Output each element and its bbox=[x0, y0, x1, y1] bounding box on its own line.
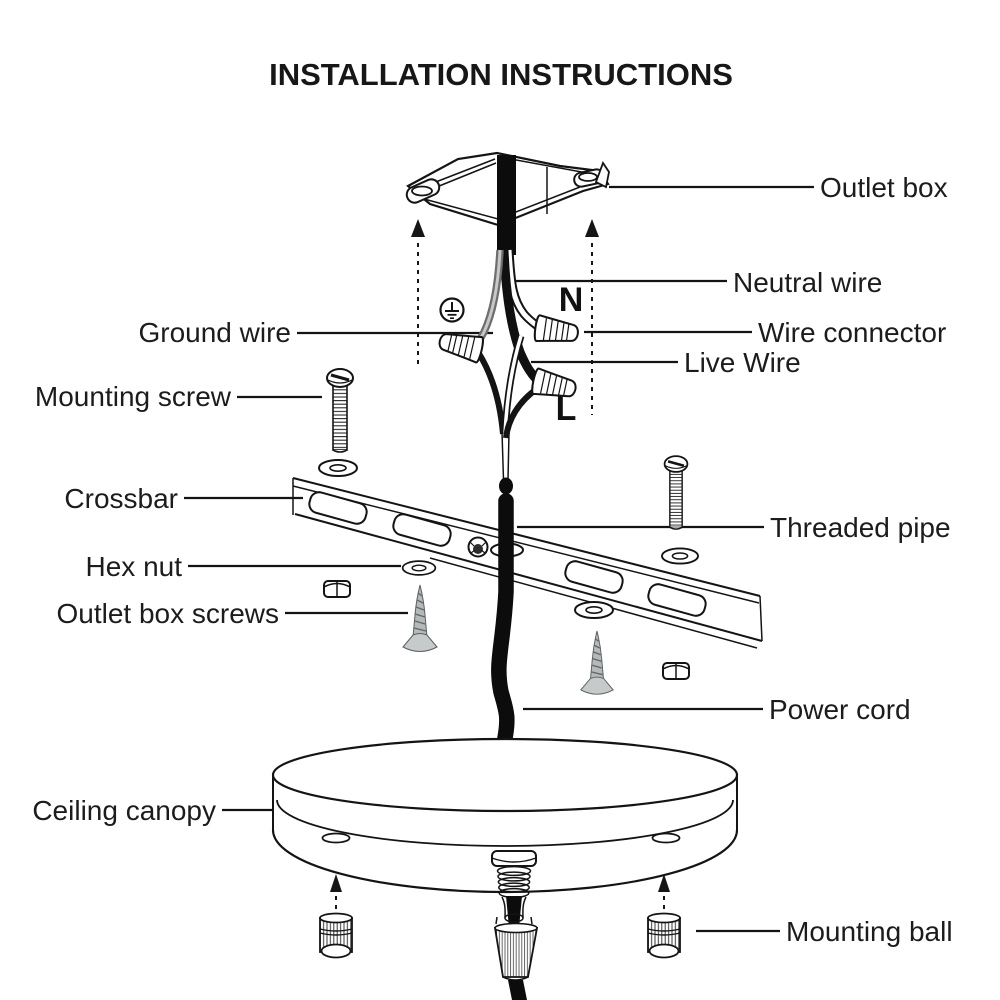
mounting-screw-icon bbox=[325, 367, 355, 454]
live-letter: L bbox=[556, 390, 577, 428]
outlet-box-drawing bbox=[405, 151, 610, 255]
crossbar-drawing bbox=[292, 477, 763, 649]
arrow-up-right-icon bbox=[585, 219, 599, 415]
label-ground-wire: Ground wire bbox=[138, 317, 291, 348]
label-crossbar: Crossbar bbox=[64, 483, 178, 514]
label-ceiling-canopy: Ceiling canopy bbox=[32, 795, 216, 826]
label-neutral-wire: Neutral wire bbox=[733, 267, 882, 298]
label-hex-nut: Hex nut bbox=[86, 551, 183, 582]
arrow-up-ball-left-icon bbox=[330, 874, 342, 914]
callout-labels: Outlet box Neutral wire Ground wire Wire… bbox=[32, 172, 952, 947]
mounting-screw-icon bbox=[663, 454, 689, 531]
supply-cable bbox=[497, 155, 516, 255]
canopy-hole bbox=[651, 832, 681, 844]
leader-lines bbox=[184, 185, 814, 933]
neutral-letter: N bbox=[559, 281, 584, 319]
washer bbox=[661, 547, 699, 565]
threaded-pipe-drawing bbox=[491, 493, 515, 746]
label-outlet-box: Outlet box bbox=[820, 172, 948, 203]
hex-nut-icon bbox=[323, 580, 351, 598]
label-threaded-pipe: Threaded pipe bbox=[770, 512, 951, 543]
outlet-box-screw-icon bbox=[580, 630, 614, 695]
mounting-ball-icon bbox=[647, 912, 681, 959]
wire-connector-neutral-icon bbox=[532, 313, 581, 348]
label-live-wire: Live Wire bbox=[684, 347, 801, 378]
mounting-ball-icon bbox=[319, 912, 353, 959]
hex-nut-icon bbox=[662, 662, 690, 680]
strain-relief-cone-drawing bbox=[493, 922, 539, 1000]
label-mounting-ball: Mounting ball bbox=[786, 916, 953, 947]
label-wire-connector: Wire connector bbox=[758, 317, 946, 348]
ceiling-canopy-drawing bbox=[271, 737, 739, 1000]
power-cord-tail bbox=[508, 980, 527, 1000]
washer bbox=[401, 560, 437, 576]
washer bbox=[318, 459, 358, 477]
outlet-box-screw-icon bbox=[402, 584, 438, 653]
crossbar-knob-icon bbox=[467, 536, 489, 558]
arrow-up-left-icon bbox=[411, 219, 425, 368]
canopy-hole bbox=[321, 832, 351, 844]
page-title: INSTALLATION INSTRUCTIONS bbox=[269, 57, 733, 92]
cord-knot bbox=[499, 477, 513, 495]
canopy-nipple-drawing bbox=[491, 850, 537, 928]
label-power-cord: Power cord bbox=[769, 694, 911, 725]
label-outlet-box-screws: Outlet box screws bbox=[56, 598, 279, 629]
wiring-drawing: N L bbox=[435, 249, 584, 495]
arrow-up-ball-right-icon bbox=[658, 874, 670, 914]
ground-symbol-icon bbox=[439, 297, 465, 323]
label-mounting-screw: Mounting screw bbox=[35, 381, 232, 412]
washer bbox=[574, 601, 614, 619]
